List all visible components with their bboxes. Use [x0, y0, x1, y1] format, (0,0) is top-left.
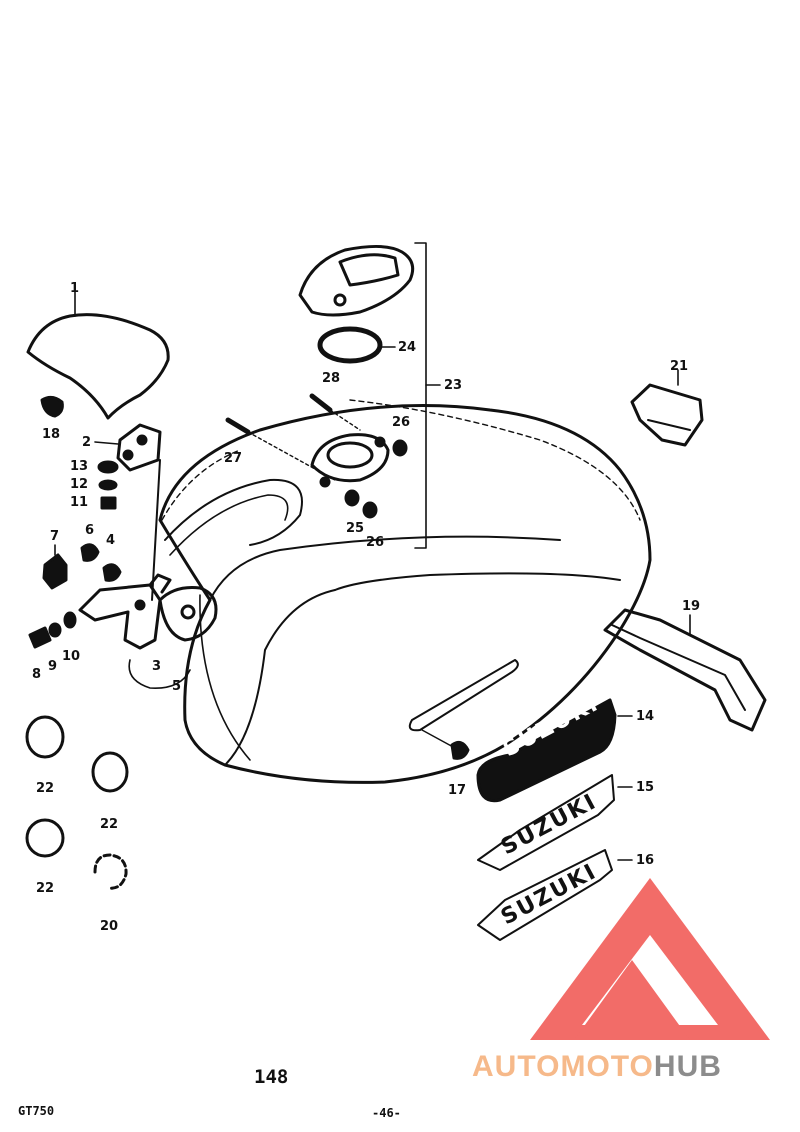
- footer-page: -46-: [372, 1106, 401, 1120]
- label-2: 2: [82, 435, 92, 450]
- gasket: [317, 326, 383, 364]
- watermark-logo: [530, 878, 770, 1040]
- label-23: 23: [444, 378, 463, 393]
- page-number: 148: [254, 1066, 289, 1088]
- label-26-a: 26: [392, 415, 411, 430]
- label-6: 6: [85, 523, 95, 538]
- label-7: 7: [50, 529, 60, 544]
- label-24: 24: [398, 340, 417, 355]
- label-1: 1: [70, 281, 80, 296]
- emblem-14: [476, 698, 617, 803]
- label-12: 12: [70, 477, 89, 492]
- label-22-a: 22: [36, 781, 55, 796]
- label-26-b: 26: [366, 535, 385, 550]
- label-25: 25: [346, 521, 365, 536]
- fuel-cap: [298, 245, 415, 317]
- emblem-15: [477, 774, 615, 871]
- label-4: 4: [106, 533, 116, 548]
- label-10: 10: [62, 649, 81, 664]
- label-18: 18: [42, 427, 61, 442]
- label-22-c: 22: [36, 881, 55, 896]
- watermark-part1: AUTOMOTO: [472, 1050, 654, 1083]
- bracket: [116, 423, 162, 472]
- watermark-text: AUTOMOTOHUB: [472, 1050, 722, 1084]
- label-28: 28: [322, 371, 341, 386]
- label-17: 17: [448, 783, 467, 798]
- label-20: 20: [100, 919, 119, 934]
- mount-21: [630, 383, 704, 447]
- label-22-b: 22: [100, 817, 119, 832]
- label-3: 3: [152, 659, 162, 674]
- label-27: 27: [224, 451, 243, 466]
- watermark-part2: HUB: [653, 1050, 722, 1083]
- label-5: 5: [172, 679, 182, 694]
- label-21: 21: [670, 359, 689, 374]
- label-9: 9: [48, 659, 58, 674]
- knee-pad: [26, 313, 170, 420]
- label-19: 19: [682, 599, 701, 614]
- grommet-18: [40, 395, 64, 418]
- label-14: 14: [636, 709, 655, 724]
- label-8: 8: [32, 667, 42, 682]
- emblem-16: [477, 849, 613, 941]
- label-13: 13: [70, 459, 89, 474]
- label-16: 16: [636, 853, 655, 868]
- label-15: 15: [636, 780, 655, 795]
- hinge-plate: [78, 583, 162, 650]
- label-11: 11: [70, 495, 89, 510]
- cover: [158, 586, 218, 642]
- tank-rubber: [603, 608, 767, 732]
- footer-model: GT750: [18, 1104, 55, 1118]
